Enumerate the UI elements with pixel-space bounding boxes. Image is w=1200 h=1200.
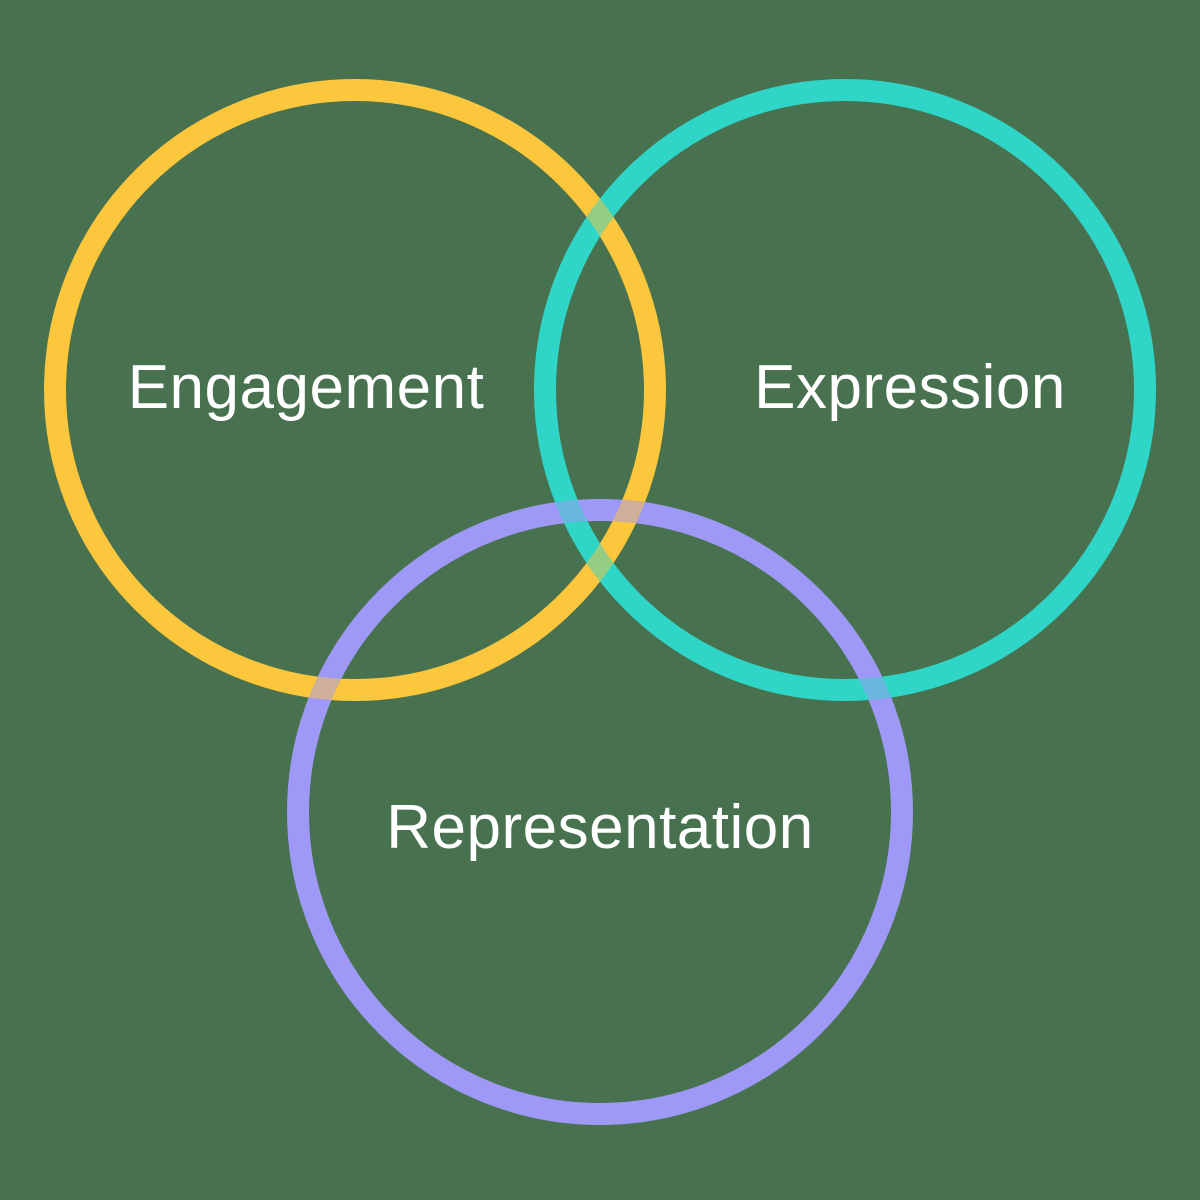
expression-label: Expression <box>754 353 1066 422</box>
representation-circle <box>287 499 913 1125</box>
representation-label: Representation <box>386 793 814 862</box>
purple-overlap-blend <box>44 79 1156 701</box>
engagement-label: Engagement <box>127 353 485 422</box>
